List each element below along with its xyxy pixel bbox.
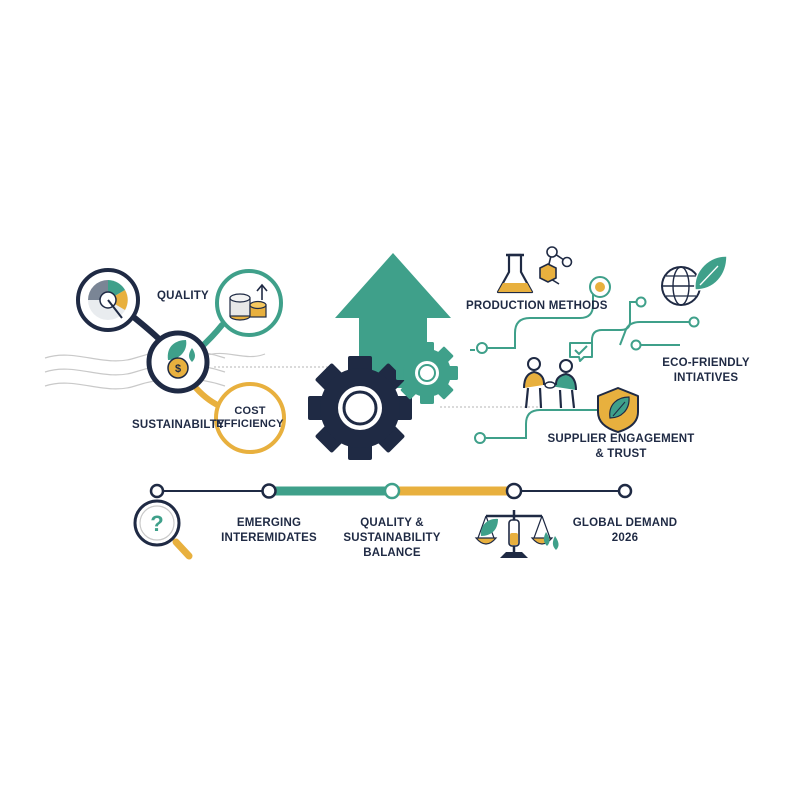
svg-text:$: $ (175, 363, 181, 375)
circuit-lines (470, 288, 690, 439)
timeline-label-global-demand: GLOBAL DEMAND 2026 (573, 516, 678, 546)
timeline-label-balance-line-1: QUALITY & (360, 517, 424, 529)
label-eco-friendly: ECO-FRIENDLY INTIATIVES (662, 356, 750, 386)
flask-icon (496, 253, 534, 294)
label-cost-efficiency-line-2: EFFICIENCY (216, 418, 284, 430)
molecule-icon (539, 246, 573, 285)
label-cost-efficiency: COST EFFICIENCY (216, 405, 283, 431)
globe-leaf-icon (661, 255, 728, 306)
handshake-icon (523, 342, 593, 409)
timeline-label-global-line-2: 2026 (611, 532, 639, 544)
timeline-label-balance: QUALITY & SUSTAINABILITY BALANCE (343, 516, 440, 561)
circuit-node-gold (589, 276, 611, 298)
label-cost-efficiency-line-1: COST (234, 405, 266, 417)
label-quality: QUALITY (157, 290, 209, 302)
label-sustainability: SUSTAINABILTY (132, 419, 225, 431)
shield-leaf-icon (597, 387, 639, 433)
question-magnifier-icon: ? (133, 499, 193, 560)
money-leaf-icon: $ (146, 330, 210, 394)
timeline-label-emerging: EMERGING INTEREMIDATES (221, 516, 317, 546)
gauge-icon (76, 268, 140, 332)
circuit-nodes (474, 296, 700, 444)
label-eco-friendly-line-2: INTIATIVES (673, 372, 739, 384)
timeline-nodes (149, 482, 633, 500)
gear-icon-small (396, 342, 458, 404)
timeline-label-global-line-1: GLOBAL DEMAND (572, 517, 678, 529)
timeline-label-emerging-line-2: INTEREMIDATES (221, 532, 317, 544)
cost-efficiency-ring (214, 382, 286, 454)
timeline-label-balance-line-3: BALANCE (363, 547, 421, 559)
label-production-methods: PRODUCTION METHODS (466, 300, 608, 312)
timeline-label-balance-line-2: SUSTAINABILITY (343, 532, 441, 544)
svg-text:?: ? (150, 511, 163, 536)
timeline-label-emerging-line-1: EMERGING (236, 517, 302, 529)
label-supplier-line-1: SUPPLIER ENGAGEMENT (547, 433, 695, 445)
scale-icon (474, 510, 559, 558)
coins-icon (215, 269, 283, 337)
label-eco-friendly-line-1: ECO-FRIENDLY (662, 357, 750, 369)
gear-icon-large (308, 356, 412, 460)
label-supplier-engagement: SUPPLIER ENGAGEMENT & TRUST (548, 432, 695, 462)
label-supplier-line-2: & TRUST (595, 448, 647, 460)
